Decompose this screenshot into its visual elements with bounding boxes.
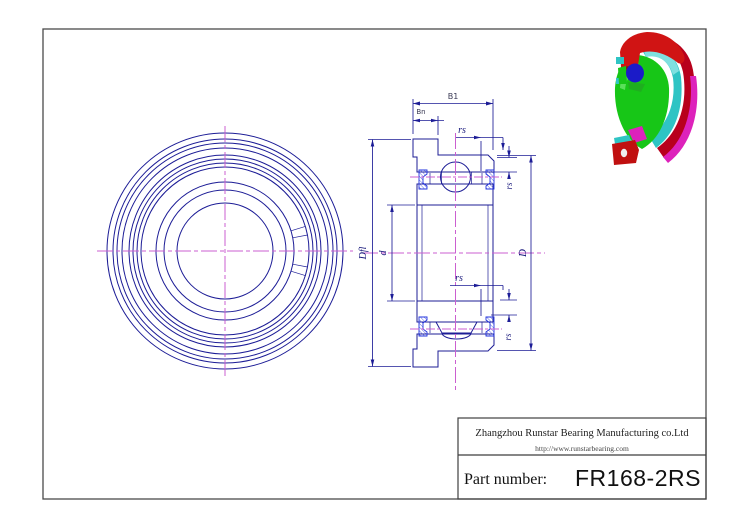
outer-ring-bottom-section — [412, 333, 495, 368]
dim-label-rs-right-bottom: rs — [503, 333, 513, 341]
render-raceway-cut — [628, 82, 645, 92]
seal-bottom-left — [418, 316, 428, 337]
dim-label-bn: Bn — [416, 108, 425, 116]
raceway-groove-section — [435, 321, 478, 334]
dim-label-rs-bottom: rs — [455, 273, 463, 284]
ball-silhouette-bottom — [441, 332, 472, 340]
render-inner-ring-cut — [618, 66, 627, 84]
render-top-cut-block — [620, 32, 685, 67]
seal-pry-notch — [290, 226, 308, 276]
render-bottom-rim-cut — [628, 126, 647, 143]
outer-ring-top-section — [412, 138, 495, 173]
dim-label-rs-right-top: rs — [504, 182, 514, 190]
render-seal-band — [642, 48, 682, 149]
render-3d — [612, 32, 698, 165]
dim-label-b1: B1 — [448, 92, 459, 101]
dim-label-d-bore: d — [378, 250, 389, 256]
section-view: B1 Bn rs rs — [358, 92, 545, 393]
dimension-annotations: B1 Bn rs rs — [358, 92, 536, 367]
render-ball-pocket — [620, 148, 628, 158]
company-website: http://www.runstarbearing.com — [535, 444, 629, 453]
seal-bottom-right — [485, 316, 495, 337]
part-number-label: Part number: — [464, 471, 547, 488]
dim-label-d-outer: D — [517, 249, 529, 258]
company-name: Zhangzhou Runstar Bearing Manufacturing … — [475, 428, 689, 439]
part-number-value: FR168-2RS — [575, 465, 701, 491]
title-block-frame — [457, 417, 707, 500]
title-block: Zhangzhou Runstar Bearing Manufacturing … — [457, 417, 707, 500]
front-view — [97, 126, 353, 378]
render-ball — [626, 63, 644, 83]
render-outer-ring-band — [630, 34, 695, 158]
render-outer-rim — [663, 76, 698, 163]
render-seal-cut-top — [616, 57, 624, 64]
dim-label-rs-top: rs — [458, 125, 466, 136]
dim-label-d-flange: Dfl — [358, 246, 369, 260]
seal-top-left — [418, 169, 428, 190]
sheet-border — [42, 28, 707, 500]
seal-top-right — [485, 169, 495, 190]
